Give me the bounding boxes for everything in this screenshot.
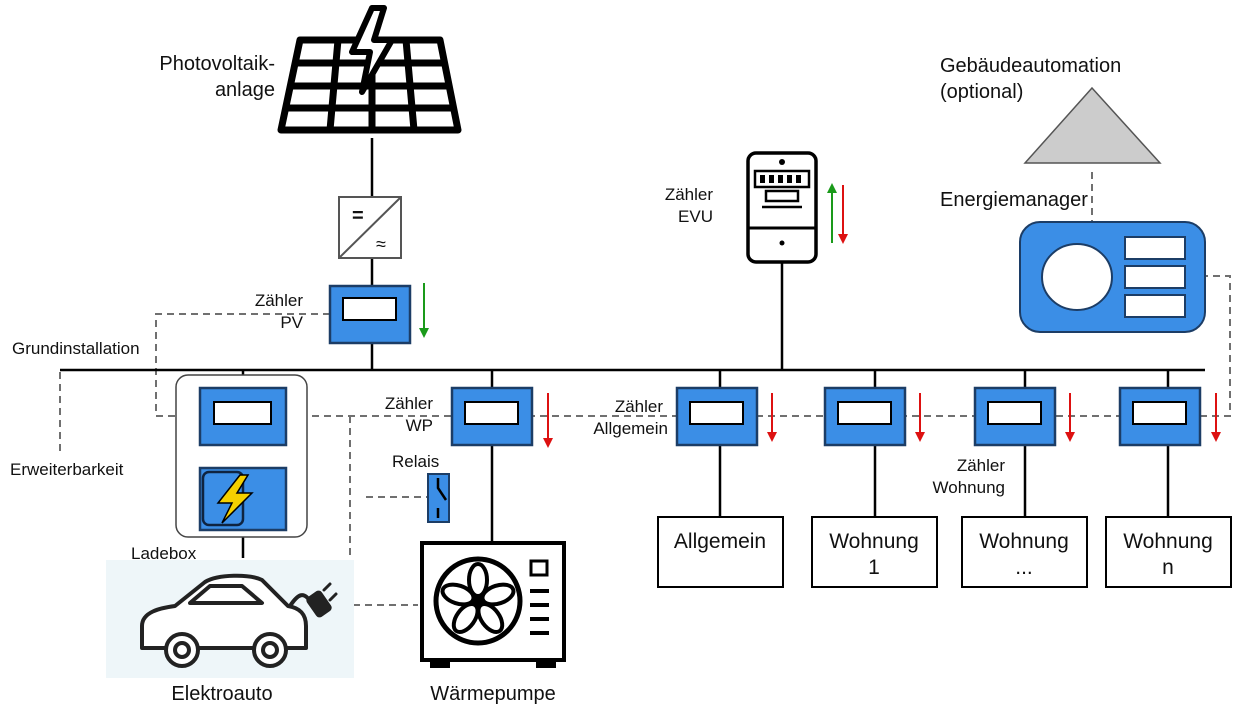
pv-label-line1: Photovoltaik- (159, 53, 275, 75)
meter-wp (450, 386, 534, 447)
meter-general (675, 386, 759, 447)
arrow-down-red-apt1 (915, 393, 925, 442)
arrow-down-red-apt2 (1065, 393, 1075, 442)
relay-icon (427, 473, 450, 523)
electric-car-icon (140, 573, 338, 668)
load-aptn-line1: Wohnung (1123, 530, 1213, 553)
load-box-apartment-n: Wohnung n (1105, 516, 1232, 588)
heat-pump-label: Wärmepumpe (430, 683, 556, 705)
load-box-general: Allgemein (657, 516, 784, 588)
meter-wp-label-line2: WP (406, 416, 433, 435)
building-roof-icon (1023, 86, 1162, 164)
energy-manager-device (1019, 221, 1206, 333)
wallbox (175, 374, 308, 538)
relay-label: Relais (392, 452, 439, 471)
load-box-apartment-1: Wohnung 1 (811, 516, 938, 588)
building-label-line1: Gebäudeautomation (940, 55, 1121, 77)
load-apt2-line2: ... (1015, 556, 1033, 579)
inverter-ac-symbol: ≈ (376, 234, 386, 254)
lightning-icon (216, 474, 254, 524)
inverter-dc-symbol: = (352, 205, 364, 227)
meter-apartment-label-line2: Wohnung (933, 478, 1005, 497)
meter-pv-label-line1: Zähler (255, 291, 304, 310)
meter-apartment-2 (973, 386, 1057, 447)
arrow-down-red-general (767, 393, 777, 442)
arrow-down-red-evu (838, 185, 848, 244)
arrow-down-green (419, 283, 429, 338)
arrow-up-green (827, 183, 837, 243)
meter-wp-label-line1: Zähler (385, 394, 434, 413)
arrow-down-red-wp (543, 393, 553, 448)
building-label-line2: (optional) (940, 81, 1023, 103)
load-apt2-line1: Wohnung (979, 530, 1069, 553)
dashed-bus-line (155, 275, 1231, 417)
expandability-label: Erweiterbarkeit (10, 460, 124, 479)
load-aptn-line2: n (1162, 556, 1174, 579)
inverter-icon: = ≈ (338, 196, 402, 259)
communication-lines (59, 172, 1231, 606)
meter-general-label-line1: Zähler (615, 397, 664, 416)
meter-evu-icon (746, 151, 818, 264)
solar-panel-icon (277, 5, 462, 134)
meter-evu-label-line2: EVU (678, 207, 713, 226)
load-box-apartment-2: Wohnung ... (961, 516, 1088, 588)
energy-manager-label: Energiemanager (940, 189, 1088, 211)
meter-apartment-label-line1: Zähler (957, 456, 1006, 475)
dashed-heatpump-link (349, 416, 418, 606)
meter-general-label-line2: Allgemein (593, 419, 668, 438)
load-general-line1: Allgemein (674, 530, 766, 553)
load-apt1-line2: 1 (868, 556, 880, 579)
basic-installation-label: Grundinstallation (12, 339, 140, 358)
meter-pv-label-line2: PV (280, 313, 303, 332)
meter-apartment-n (1118, 386, 1202, 447)
meter-apartment-1 (823, 386, 907, 447)
heat-pump-icon (420, 541, 566, 668)
ev-label: Elektroauto (171, 683, 272, 705)
pv-label-line2: anlage (215, 79, 275, 101)
meter-evu-label-line1: Zähler (665, 185, 714, 204)
load-apt1-line1: Wohnung (829, 530, 919, 553)
arrow-down-red-aptn (1211, 393, 1221, 442)
wallbox-label: Ladebox (131, 544, 197, 563)
meter-pv (328, 284, 412, 345)
